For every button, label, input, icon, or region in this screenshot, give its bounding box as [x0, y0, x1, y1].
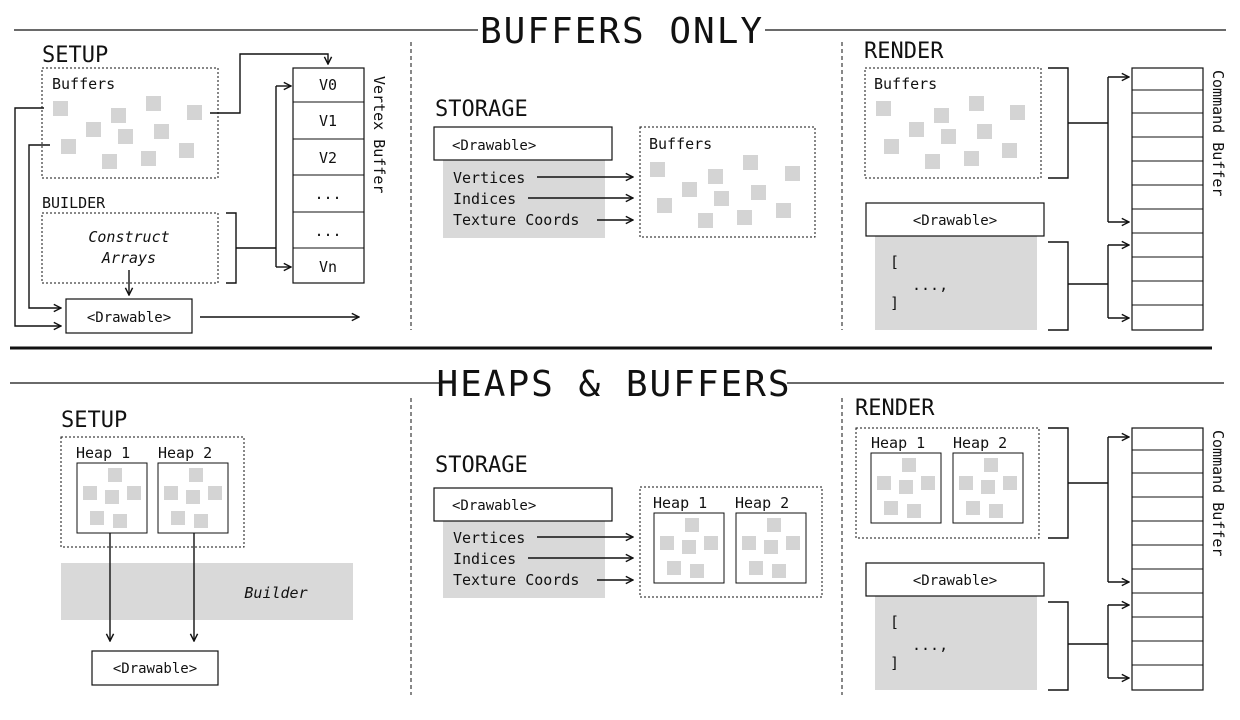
- construct-label-line2: Arrays: [101, 249, 156, 267]
- storage-arrows: [528, 537, 633, 580]
- array-dots: ...,: [912, 636, 948, 654]
- storage-arrows: [528, 177, 633, 220]
- array-close: ]: [890, 654, 899, 672]
- storage-heaps-box: [639, 486, 823, 598]
- render-drawable-box: [865, 562, 1045, 597]
- storage-heading: STORAGE: [435, 97, 528, 122]
- heap-squares: [660, 518, 800, 578]
- storage-item: Vertices: [453, 169, 525, 187]
- vertex-cell: V1: [319, 112, 337, 130]
- section-title: HEAPS & BUFFERS: [436, 364, 791, 405]
- setup-heading: SETUP: [42, 43, 108, 68]
- render-drawable-label: <Drawable>: [913, 213, 997, 229]
- storage-buffers-box: [639, 126, 816, 238]
- heap-squares: [83, 468, 222, 528]
- heap-label: Heap 2: [158, 444, 212, 462]
- render-drawable-label: <Drawable>: [913, 573, 997, 589]
- command-buffer: [1131, 427, 1204, 691]
- top-storage: STORAGE <Drawable> Vertices Indices Text…: [433, 97, 816, 238]
- render-buffer-squares: [876, 96, 1025, 169]
- heap-label: Heap 2: [953, 434, 1007, 452]
- buffers-label: Buffers: [52, 75, 115, 93]
- render-connectors: [1048, 427, 1129, 691]
- builder-block: [61, 563, 353, 620]
- builder-label: Builder: [244, 584, 307, 602]
- top-render: RENDER Buffers <Drawable> [ ..., ]: [864, 39, 1227, 331]
- vertex-cell: V2: [319, 149, 337, 167]
- storage-drawable-box: [433, 126, 613, 161]
- section-heaps-buffers: HEAPS & BUFFERS SETUP Heap 1 Heap 2 Buil…: [10, 364, 1227, 695]
- setup-connectors: [14, 53, 359, 326]
- bottom-render: RENDER Heap 1 Heap 2 <Drawable> [ ..., ]: [855, 396, 1227, 691]
- bottom-setup: SETUP Heap 1 Heap 2 Builder <Drawable>: [60, 408, 353, 686]
- drawable-label: <Drawable>: [113, 661, 197, 677]
- storage-drawable-label: <Drawable>: [452, 498, 536, 514]
- heaps-box: [60, 436, 245, 548]
- vertex-cell: Vn: [319, 258, 337, 276]
- section-buffers-only: BUFFERS ONLY SETUP Buffers BUILDER: [14, 11, 1227, 334]
- drawable-box: [65, 298, 193, 334]
- drawable-label: <Drawable>: [87, 310, 171, 326]
- render-heading: RENDER: [855, 396, 935, 421]
- heap-label: Heap 1: [76, 444, 130, 462]
- setup-heading: SETUP: [61, 408, 127, 433]
- array-open: [: [890, 253, 899, 271]
- storage-drawable-box: [433, 487, 613, 522]
- storage-gray-block: [443, 160, 605, 238]
- storage-item: Indices: [453, 190, 516, 208]
- storage-item: Texture Coords: [453, 211, 579, 229]
- render-heaps-box: [855, 427, 1040, 539]
- vertex-cell: ...: [314, 185, 341, 203]
- storage-drawable-label: <Drawable>: [452, 138, 536, 154]
- storage-buffers-label: Buffers: [649, 135, 712, 153]
- command-buffer-label: Command Buffer: [1209, 430, 1227, 556]
- section-title: BUFFERS ONLY: [480, 11, 764, 52]
- top-setup: SETUP Buffers BUILDER Construct Arrays: [14, 43, 388, 334]
- array-open: [: [890, 613, 899, 631]
- render-buffers-box: [864, 67, 1042, 179]
- vertex-cell: V0: [319, 76, 337, 94]
- storage-item: Vertices: [453, 529, 525, 547]
- drawable-box: [91, 650, 219, 686]
- storage-buffer-squares: [650, 155, 800, 228]
- heap-label: Heap 1: [871, 434, 925, 452]
- heap-squares: [877, 458, 1017, 518]
- command-buffer-rows: [1132, 449, 1203, 666]
- vertex-buffer-label: Vertex Buffer: [370, 76, 388, 193]
- vertex-cell: ...: [314, 222, 341, 240]
- heap-label: Heap 2: [735, 494, 789, 512]
- builder-heading: BUILDER: [42, 194, 106, 212]
- array-close: ]: [890, 294, 899, 312]
- buffers-box: [41, 67, 219, 179]
- builder-box: [41, 212, 219, 284]
- render-connectors: [1048, 67, 1129, 331]
- command-buffer-rows: [1132, 89, 1203, 306]
- storage-item: Indices: [453, 550, 516, 568]
- vertex-buffer-dividers: [293, 101, 364, 249]
- buffer-squares: [53, 96, 202, 169]
- command-buffer-label: Command Buffer: [1209, 70, 1227, 196]
- setup-connectors: [110, 533, 194, 641]
- render-buffers-label: Buffers: [874, 75, 937, 93]
- render-gray-block: [875, 596, 1037, 690]
- command-buffer: [1131, 67, 1204, 331]
- storage-gray-block: [443, 520, 605, 598]
- heap-label: Heap 1: [653, 494, 707, 512]
- array-dots: ...,: [912, 276, 948, 294]
- storage-item: Texture Coords: [453, 571, 579, 589]
- render-gray-block: [875, 236, 1037, 330]
- render-drawable-box: [865, 202, 1045, 237]
- bottom-storage: STORAGE <Drawable> Vertices Indices Text…: [433, 453, 823, 598]
- construct-label-line1: Construct: [88, 228, 169, 246]
- render-heading: RENDER: [864, 39, 944, 64]
- storage-heading: STORAGE: [435, 453, 528, 478]
